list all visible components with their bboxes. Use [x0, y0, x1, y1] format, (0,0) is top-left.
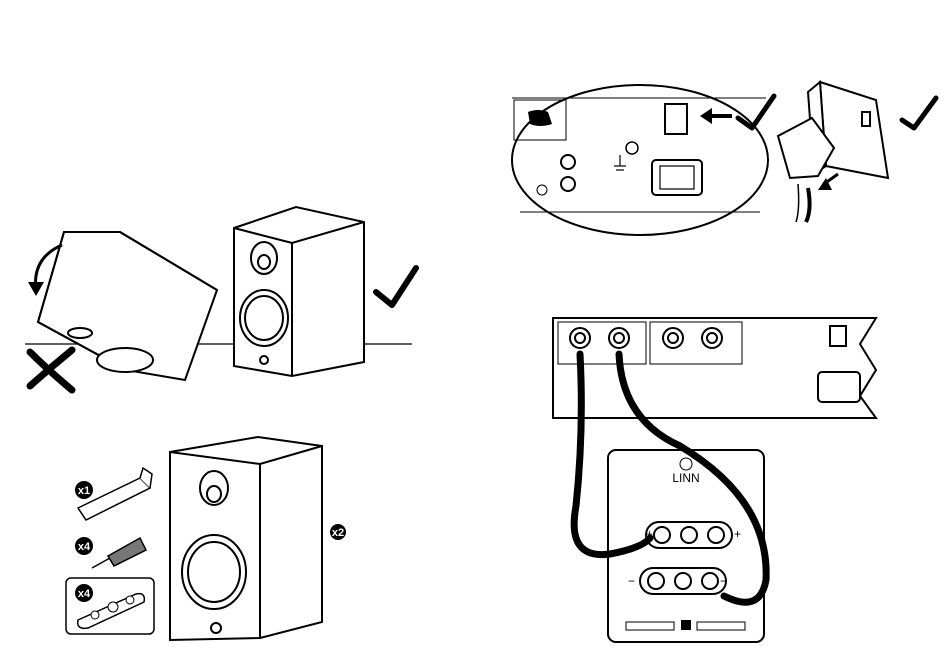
check-icon: [376, 268, 416, 305]
upright-speaker: [234, 207, 364, 376]
brand-label: LINN: [672, 471, 699, 485]
spike-count: x4: [78, 541, 91, 553]
speaker-count: x2: [332, 527, 344, 539]
spike-tool: [92, 538, 146, 568]
check-icon-socket: [902, 98, 936, 128]
wiring-panel: LINN + + − −: [553, 318, 876, 642]
check-icon-switch: [738, 96, 774, 128]
power-panel: [512, 82, 936, 235]
amp-power-switch-icon: [830, 326, 846, 346]
cross-icon: [30, 350, 72, 390]
spanner-count: x1: [78, 485, 90, 497]
amp-iec-socket-icon: [818, 372, 860, 402]
placement-panel: [25, 207, 416, 390]
speaker-front: [170, 437, 322, 640]
contents-panel: x1 x4 x4 x2: [66, 437, 346, 640]
minus-sign-left: −: [628, 574, 635, 588]
minus-sign-right: −: [720, 574, 727, 588]
plate-count: x4: [78, 588, 91, 600]
power-switch-icon: [665, 104, 687, 134]
plus-sign-right: +: [734, 527, 741, 541]
